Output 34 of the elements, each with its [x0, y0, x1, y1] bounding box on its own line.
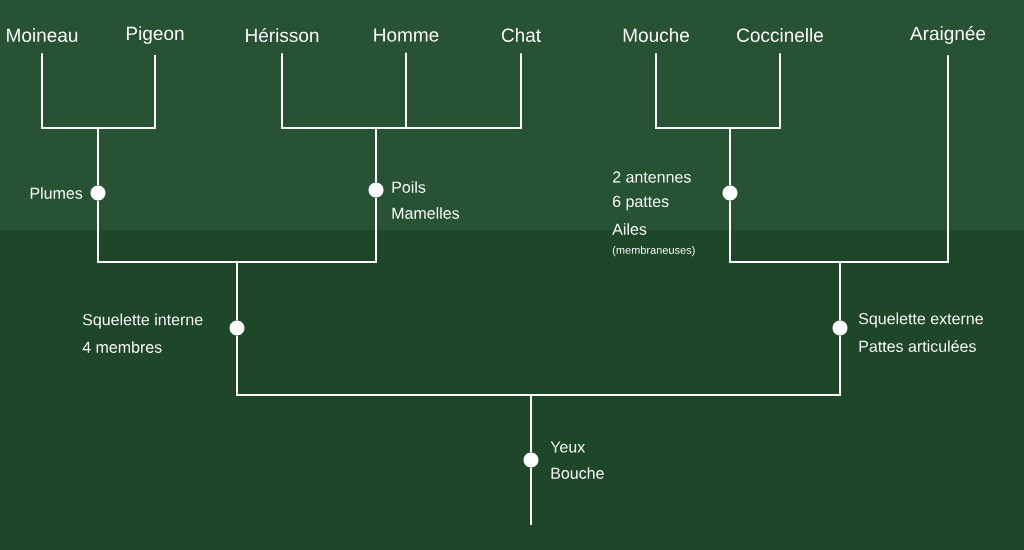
trait-label: Poils [392, 181, 426, 193]
trait-label: Pattes articulées [859, 340, 976, 352]
taxon-label: Hérisson [246, 27, 319, 43]
node-dot [523, 452, 539, 468]
trait-label: Plumes [30, 187, 83, 199]
branch-line [839, 54, 949, 322]
trait-label: Squelette interne [82, 313, 203, 329]
trait-label: Yeux [550, 441, 586, 453]
branch-line [236, 196, 377, 322]
node-dot [229, 320, 245, 336]
trait-label: 6 pattes [613, 195, 669, 211]
trait-label: 4 membres [82, 341, 162, 353]
node-dot [368, 182, 384, 198]
branch-line [530, 334, 841, 454]
trait-label: Squelette externe [858, 312, 983, 328]
trait-label: 2 antennes [613, 171, 691, 183]
branch-line [530, 466, 532, 526]
taxon-label: Homme [374, 28, 439, 42]
branch-line [97, 54, 156, 187]
branch-line [375, 52, 522, 184]
taxon-label: Chat [501, 28, 541, 42]
taxon-label: Mouche [623, 28, 689, 42]
trait-label: (membraneuses) [612, 245, 695, 257]
taxon-label: Coccinelle [737, 28, 823, 42]
taxon-label: Araignée [910, 26, 986, 44]
node-dot [90, 185, 106, 201]
branch-line [729, 52, 781, 187]
trait-label: Mamelles [392, 207, 460, 219]
trait-label: Bouche [551, 467, 604, 479]
taxon-label: Moineau [7, 28, 78, 42]
node-dot [722, 185, 738, 201]
trait-label: Ailes [612, 223, 647, 235]
node-dot [832, 320, 848, 336]
taxon-label: Pigeon [127, 26, 184, 44]
